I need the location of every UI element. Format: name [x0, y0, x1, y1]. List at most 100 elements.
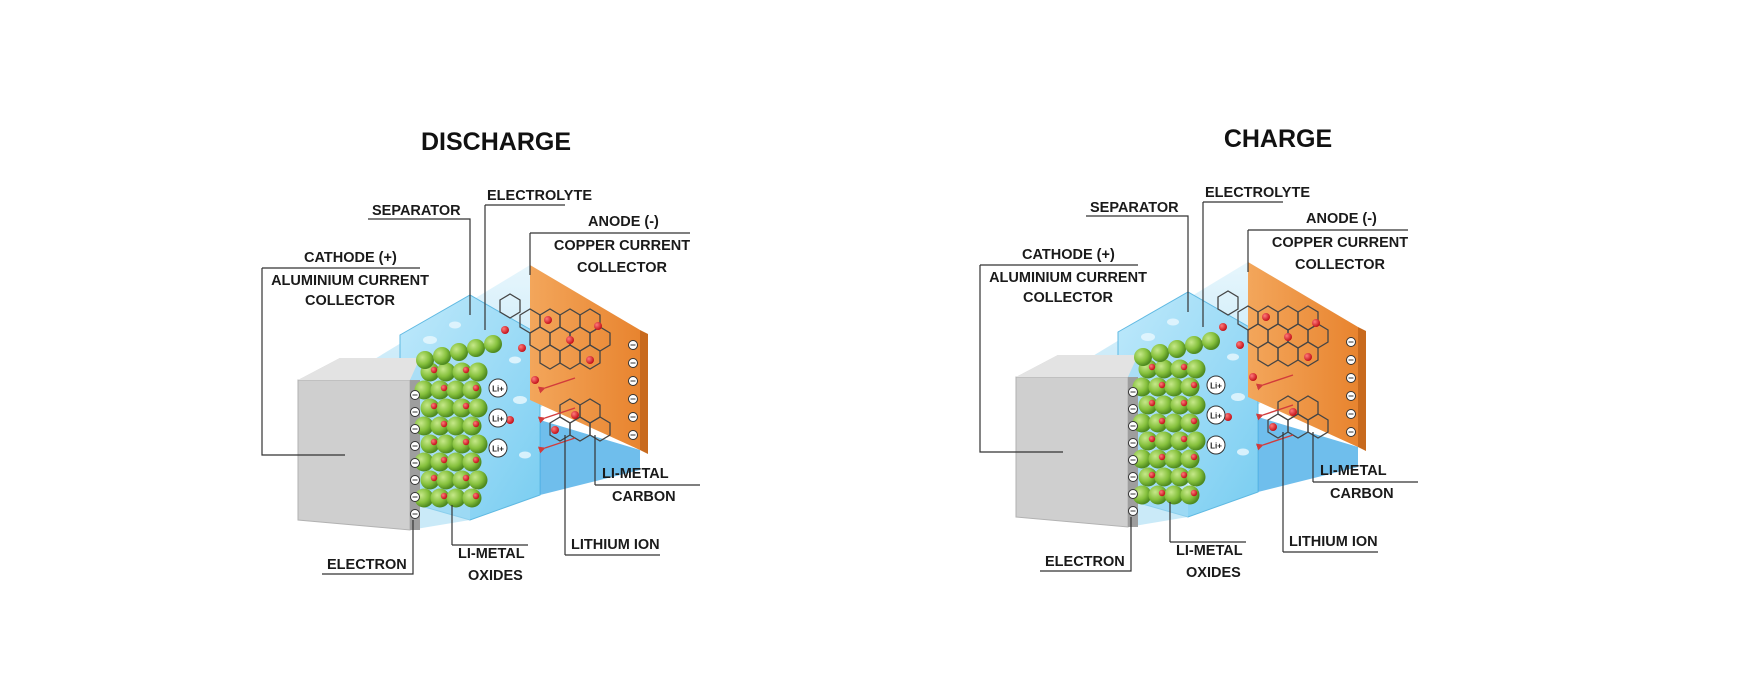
- oxide-sphere: [463, 417, 482, 436]
- lithium-ion-dot: [1249, 373, 1257, 381]
- aluminium-collector-label-1: ALUMINIUM CURRENT: [271, 273, 429, 289]
- oxide-sphere: [450, 343, 468, 361]
- diagram-title: DISCHARGE: [421, 128, 571, 156]
- lithium-ion-dot: [1149, 364, 1155, 370]
- lithium-ion-dot: [1236, 341, 1244, 349]
- lithium-ion-dot: [544, 316, 552, 324]
- oxide-sphere: [1181, 378, 1200, 397]
- lithium-ion-dot: [473, 385, 479, 391]
- li-metal-oxides-label-2: OXIDES: [1186, 565, 1241, 581]
- oxide-sphere: [1187, 360, 1206, 379]
- oxide-sphere: [463, 453, 482, 472]
- lithium-ion-symbol: Li+: [492, 385, 504, 394]
- lithium-ion-dot: [431, 439, 437, 445]
- lithium-ion-dot: [594, 322, 602, 330]
- lithium-ion-label: LITHIUM ION: [571, 537, 660, 553]
- li-metal-oxides-label-1: LI-METAL: [458, 546, 525, 562]
- cathode-label: CATHODE (+): [304, 250, 397, 266]
- lithium-ion-symbol: Li+: [492, 445, 504, 454]
- copper-collector-edge: [640, 330, 648, 454]
- lithium-ion-dot: [431, 403, 437, 409]
- lithium-ion-symbol: Li+: [1210, 412, 1222, 421]
- copper-collector-edge: [1358, 327, 1366, 451]
- lithium-ion-dot: [1191, 418, 1197, 424]
- anode-label: ANODE (-): [588, 214, 659, 230]
- lithium-ion-dot: [531, 376, 539, 384]
- oxide-sphere: [433, 347, 451, 365]
- lithium-ion-dot: [1159, 454, 1165, 460]
- copper-collector-label-2: COLLECTOR: [577, 260, 667, 276]
- anode-label: ANODE (-): [1306, 211, 1377, 227]
- li-metal-carbon-label-2: CARBON: [612, 489, 676, 505]
- aluminium-collector-label-1: ALUMINIUM CURRENT: [989, 270, 1147, 286]
- oxide-sphere: [1185, 336, 1203, 354]
- lithium-ion-dot: [473, 493, 479, 499]
- oxide-sphere: [484, 335, 502, 353]
- separator-label: SEPARATOR: [1090, 200, 1179, 216]
- lithium-ion-dot: [1159, 490, 1165, 496]
- oxide-sphere: [463, 489, 482, 508]
- lithium-ion-dot: [473, 421, 479, 427]
- lithium-ion-symbol: Li+: [492, 415, 504, 424]
- oxide-sphere: [1202, 332, 1220, 350]
- lithium-ion-dot: [431, 367, 437, 373]
- lithium-ion-dot: [463, 439, 469, 445]
- lithium-ion-dot: [1191, 454, 1197, 460]
- lithium-ion-dot: [586, 356, 594, 364]
- li-metal-carbon-label-1: LI-METAL: [1320, 463, 1387, 479]
- lithium-ion-dot: [1149, 472, 1155, 478]
- lithium-ion-dot: [1149, 436, 1155, 442]
- electron-label: ELECTRON: [1045, 554, 1125, 570]
- oxide-sphere: [1181, 486, 1200, 505]
- copper-collector-label-2: COLLECTOR: [1295, 257, 1385, 273]
- lithium-ion-dot: [1181, 436, 1187, 442]
- aluminium-collector-label-2: COLLECTOR: [305, 293, 395, 309]
- li-metal-carbon-label-2: CARBON: [1330, 486, 1394, 502]
- oxide-sphere: [1168, 340, 1186, 358]
- lithium-ion-dot: [441, 457, 447, 463]
- oxide-sphere: [1151, 344, 1169, 362]
- oxide-sphere: [416, 351, 434, 369]
- lithium-ion-dot: [1149, 400, 1155, 406]
- lithium-ion-dot: [518, 344, 526, 352]
- lithium-ion-dot: [571, 411, 579, 419]
- aluminium-collector-label-2: COLLECTOR: [1023, 290, 1113, 306]
- oxide-sphere: [469, 363, 488, 382]
- lithium-ion-dot: [441, 493, 447, 499]
- separator-label: SEPARATOR: [372, 203, 461, 219]
- lithium-ion-symbol: Li+: [1210, 442, 1222, 451]
- copper-collector-label-1: COPPER CURRENT: [554, 238, 690, 254]
- lithium-ion-dot: [1269, 423, 1277, 431]
- li-metal-oxides-label-1: LI-METAL: [1176, 543, 1243, 559]
- charge-diagram: CHARGE: [980, 125, 1418, 581]
- li-metal-carbon-label-1: LI-METAL: [602, 466, 669, 482]
- discharge-diagram: DISCHARGE: [262, 128, 700, 584]
- lithium-ion-dot: [463, 475, 469, 481]
- lithium-ion-dot: [463, 367, 469, 373]
- oxide-sphere: [1187, 432, 1206, 451]
- lithium-ion-symbol: Li+: [1210, 382, 1222, 391]
- lithium-ion-dot: [1181, 364, 1187, 370]
- oxide-sphere: [1134, 348, 1152, 366]
- diagram-title: CHARGE: [1224, 125, 1332, 153]
- lithium-ion-dot: [1159, 418, 1165, 424]
- electrolyte-label: ELECTROLYTE: [487, 188, 592, 204]
- lithium-ion-dot: [1304, 353, 1312, 361]
- oxide-sphere: [469, 399, 488, 418]
- lithium-ion-dot: [1312, 319, 1320, 327]
- electrolyte-label: ELECTROLYTE: [1205, 185, 1310, 201]
- oxide-sphere: [463, 381, 482, 400]
- lithium-ion-dot: [1181, 472, 1187, 478]
- li-metal-oxides-label-2: OXIDES: [468, 568, 523, 584]
- oxide-sphere: [1181, 450, 1200, 469]
- lithium-ion-dot: [501, 326, 509, 334]
- oxide-sphere: [1187, 468, 1206, 487]
- oxide-sphere: [469, 471, 488, 490]
- aluminium-collector-top: [1016, 355, 1138, 377]
- lithium-ion-dot: [566, 336, 574, 344]
- lithium-ion-label: LITHIUM ION: [1289, 534, 1378, 550]
- copper-collector-label-1: COPPER CURRENT: [1272, 235, 1408, 251]
- lithium-ion-dot: [463, 403, 469, 409]
- lithium-ion-dot: [1191, 382, 1197, 388]
